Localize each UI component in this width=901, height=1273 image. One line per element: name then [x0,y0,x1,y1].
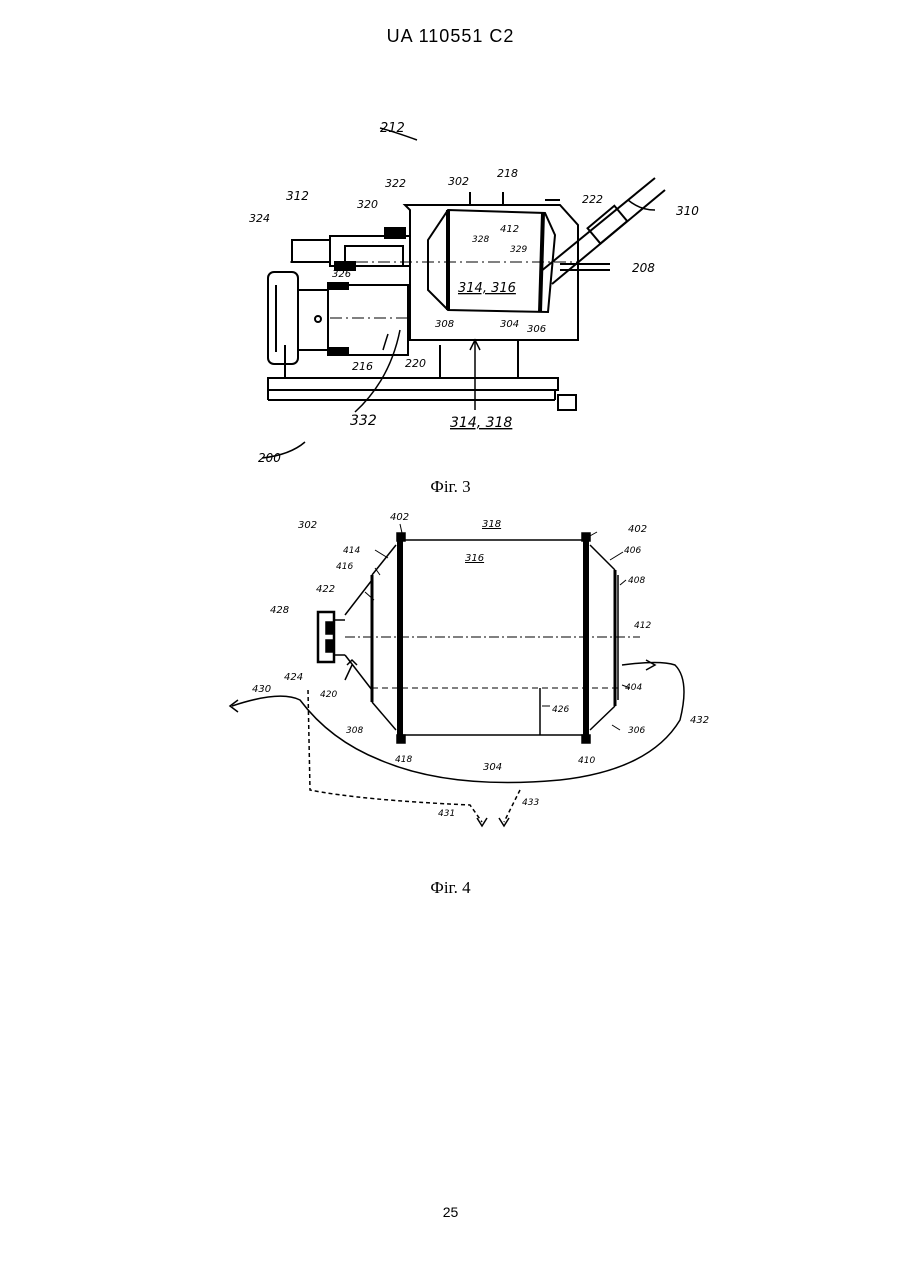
label-404: 404 [625,683,642,693]
label-316: 316 [465,553,484,564]
label-216: 216 [352,360,373,373]
label-212: 212 [380,121,405,136]
label-308-fig4: 308 [346,726,363,736]
figure-4-drum [318,533,640,743]
label-222: 222 [582,193,603,206]
label-410: 410 [578,756,595,766]
label-428: 428 [270,605,289,616]
label-308: 308 [435,319,454,330]
label-432: 432 [690,715,709,726]
label-402-b: 402 [628,524,647,535]
label-302-fig4: 302 [298,520,317,531]
label-426: 426 [552,705,569,715]
label-402-a: 402 [390,512,409,523]
label-412-fig4: 412 [634,621,651,631]
label-433: 433 [522,798,539,808]
label-320: 320 [357,198,378,211]
label-218: 218 [497,167,518,180]
shaft-assembly [292,228,410,270]
figure-4-caption: Фіг. 4 [0,878,901,898]
label-408: 408 [628,576,645,586]
label-200: 200 [258,451,281,465]
label-406: 406 [624,546,641,556]
page-number: 25 [0,1204,901,1220]
label-306-fig4: 306 [628,726,645,736]
label-314-318: 314, 318 [450,415,512,431]
figure-3-caption: Фіг. 3 [0,477,901,497]
label-304: 304 [500,319,519,330]
label-314-316: 314, 316 [458,281,516,296]
label-312: 312 [286,189,309,203]
drum [290,210,580,312]
label-420: 420 [320,690,337,700]
label-332: 332 [350,413,377,429]
figure-4-leader-lines [365,524,630,730]
label-418: 418 [395,755,412,765]
drive-motor [268,272,410,364]
label-310: 310 [676,204,699,218]
label-318: 318 [482,519,501,530]
label-329: 329 [510,245,527,255]
label-304-fig4: 304 [483,762,502,773]
label-422: 422 [316,584,335,595]
label-302: 302 [448,175,469,188]
label-306: 306 [527,324,546,335]
label-414: 414 [343,546,360,556]
label-430: 430 [252,684,271,695]
label-322: 322 [385,177,406,190]
label-324: 324 [249,212,270,225]
label-416: 416 [336,562,353,572]
label-412: 412 [500,224,519,235]
label-220: 220 [405,357,426,370]
label-424: 424 [284,672,303,683]
label-431: 431 [438,809,455,819]
label-328: 328 [472,235,489,245]
label-208: 208 [632,261,655,275]
label-326: 326 [332,269,351,280]
